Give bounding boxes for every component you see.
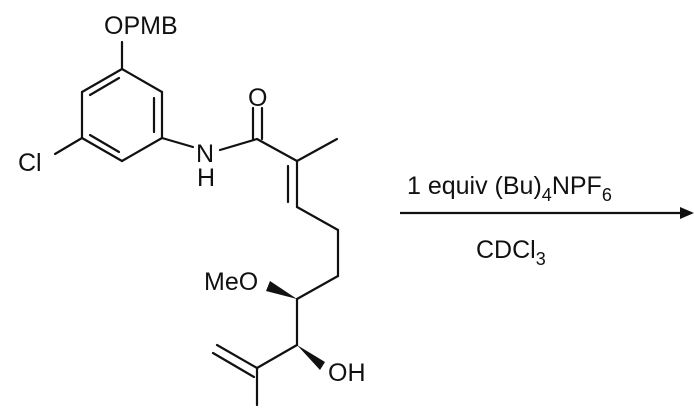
reaction-conditions: 1 equiv (Bu)4NPF6 CDCl3 [400, 172, 694, 269]
ring-to-cl-bond [53, 136, 84, 156]
carbonyl-to-alkene-bond [255, 137, 299, 163]
chain-bond [295, 274, 340, 301]
atom-labels: OPMB Cl N H O MeO OH [18, 12, 366, 387]
carbonyl-oxygen-label: O [248, 84, 267, 112]
nitrogen-hydrogen-label: H [197, 164, 215, 192]
molecule-bonds [53, 40, 340, 407]
oh-wedge-bond [297, 345, 325, 370]
methoxy-label: MeO [204, 268, 258, 296]
meo-wedge-bond [266, 281, 297, 299]
solvent-label: CDCl3 [476, 236, 546, 269]
nitrogen-label: N [196, 140, 214, 168]
chain-bond [295, 205, 340, 232]
reagent-label: 1 equiv (Bu)4NPF6 [407, 172, 612, 205]
chlorine-label: Cl [18, 149, 42, 177]
ring-bond [80, 136, 124, 163]
vinylidene-double-bond [211, 351, 256, 379]
n-to-carbonyl-bond [218, 137, 259, 152]
opmb-label: OPMB [104, 12, 178, 40]
ring-bond [120, 136, 164, 163]
ring-to-n-bond [160, 136, 195, 149]
hydroxyl-label: OH [328, 359, 366, 387]
vinylidene-double-bond [215, 343, 259, 370]
ring-inner-bond [88, 76, 121, 97]
methyl-bond [295, 137, 339, 163]
reaction-arrow-head [680, 207, 694, 219]
chain-bond [255, 343, 299, 370]
ring-bond [80, 67, 124, 94]
ring-inner-bond [88, 133, 121, 154]
ring-bond [120, 67, 164, 94]
